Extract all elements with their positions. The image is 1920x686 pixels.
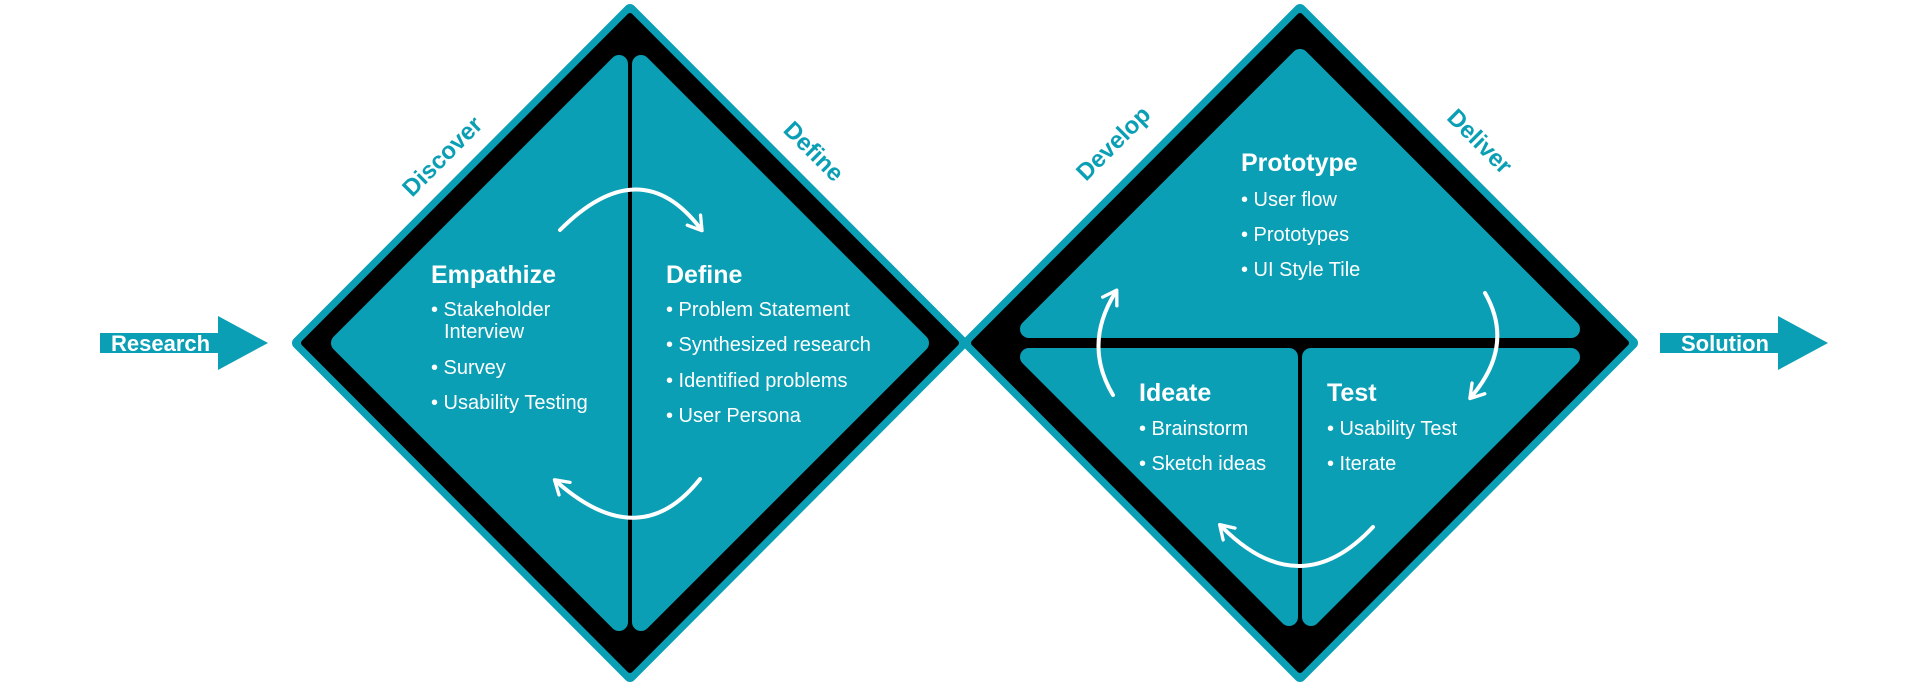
ideate-section: Ideate • Brainstorm • Sketch ideas — [1139, 379, 1266, 475]
define-panel — [632, 55, 929, 631]
ideate-item: • Brainstorm — [1139, 418, 1248, 440]
empathize-item-continued: Interview — [444, 321, 525, 343]
test-item: • Usability Test — [1327, 418, 1457, 440]
define-item: • Problem Statement — [666, 299, 850, 321]
prototype-section: Prototype • User flow • Prototypes • UI … — [1241, 149, 1360, 281]
cycle-arrow-icon — [552, 477, 702, 520]
arrow-right-icon — [100, 316, 268, 370]
solution-label: Solution — [1681, 331, 1769, 356]
develop-deliver-diamond — [962, 4, 1638, 682]
empathize-item: • Stakeholder — [431, 299, 551, 321]
test-title: Test — [1327, 379, 1377, 407]
test-item: • Iterate — [1327, 453, 1396, 475]
cycle-arrow-icon — [1096, 288, 1119, 397]
ideate-item: • Sketch ideas — [1139, 453, 1266, 475]
research-label: Research — [111, 331, 210, 356]
empathize-item: • Survey — [431, 357, 506, 379]
prototype-item: • Prototypes — [1241, 224, 1349, 246]
solution-arrow: Solution — [1660, 316, 1828, 370]
cycle-arrow-icon — [1217, 522, 1375, 568]
empathize-section: Empathize • Stakeholder Interview • Surv… — [431, 261, 588, 414]
prototype-title: Prototype — [1241, 149, 1358, 177]
cycle-arrow-icon — [558, 187, 704, 233]
define-item: • Synthesized research — [666, 334, 871, 356]
prototype-item: • User flow — [1241, 189, 1337, 211]
right-diamond-frame — [971, 13, 1629, 673]
prototype-item: • UI Style Tile — [1241, 259, 1360, 281]
empathize-panel — [331, 55, 628, 631]
arrow-right-icon — [1660, 316, 1828, 370]
test-section: Test • Usability Test • Iterate — [1327, 379, 1457, 475]
cycle-arrow-icon — [1468, 291, 1500, 401]
define-title: Define — [666, 261, 743, 289]
empathize-title: Empathize — [431, 261, 556, 289]
empathize-item: • Usability Testing — [431, 392, 588, 414]
discover-define-diamond — [292, 4, 968, 682]
test-panel — [1302, 348, 1580, 626]
prototype-panel — [1020, 49, 1580, 338]
left-diamond-frame — [301, 13, 959, 673]
define-item: • User Persona — [666, 405, 802, 427]
ideate-title: Ideate — [1139, 379, 1211, 407]
ideate-panel — [1020, 348, 1298, 626]
define-section: Define • Problem Statement • Synthesized… — [666, 261, 871, 427]
define-item: • Identified problems — [666, 370, 848, 392]
research-arrow: Research — [100, 316, 268, 370]
